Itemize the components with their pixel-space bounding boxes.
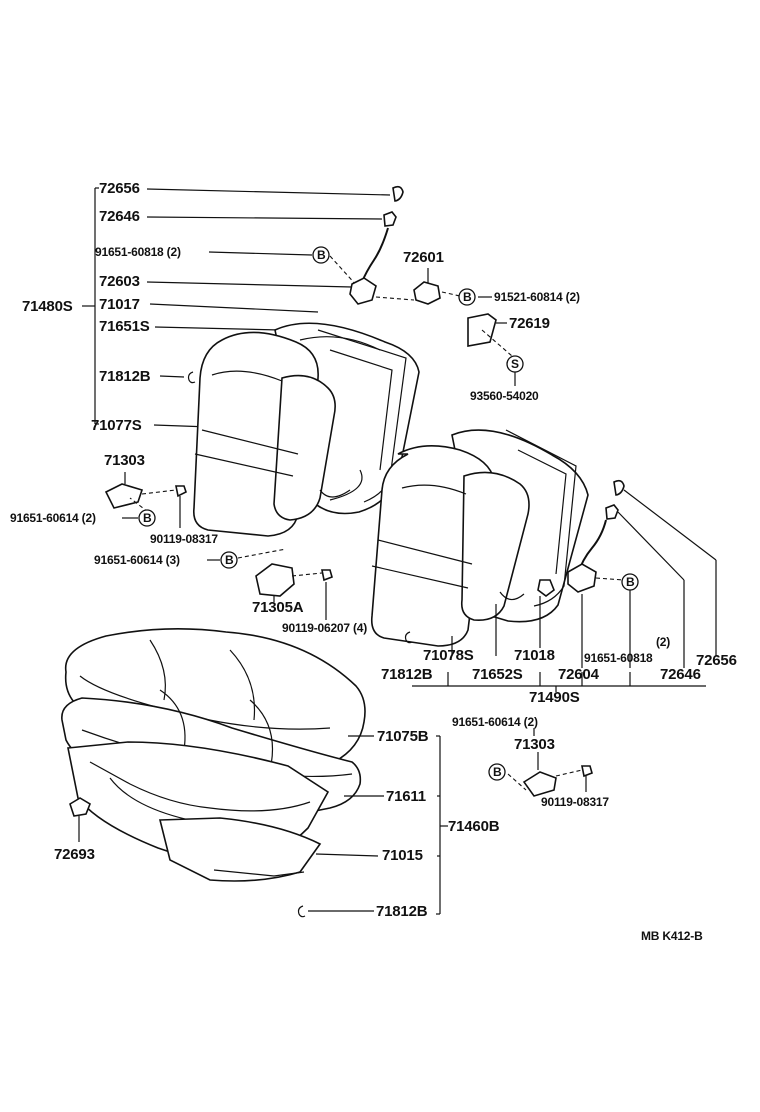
callout-s-1: S bbox=[511, 357, 519, 371]
label-71303-top: 71303 bbox=[104, 452, 145, 469]
label-71015: 71015 bbox=[382, 847, 423, 864]
label-90119-08317-bottom: 90119-08317 bbox=[541, 795, 609, 809]
label-71305a: 71305A bbox=[252, 599, 304, 616]
label-71812b-left: 71812B bbox=[99, 368, 151, 385]
bracket-71303-bottom bbox=[507, 728, 593, 797]
label-71075b: 71075B bbox=[377, 728, 429, 745]
label-91651-60818-right: 91651-60818 bbox=[584, 651, 653, 665]
label-71077s: 71077S bbox=[91, 417, 142, 434]
callout-b-3: B bbox=[143, 511, 152, 525]
label-72693: 72693 bbox=[54, 846, 95, 863]
diagram-code: MB K412-B bbox=[641, 929, 703, 943]
bracket-71490s bbox=[404, 604, 706, 692]
hinge-72601 bbox=[413, 268, 516, 386]
label-91651-60614-3: 91651-60614 (3) bbox=[94, 553, 180, 567]
seatback-left bbox=[192, 322, 420, 537]
callout-b-6: B bbox=[493, 765, 502, 779]
label-71651s: 71651S bbox=[99, 318, 150, 335]
label-91651-60818-top: 91651-60818 (2) bbox=[95, 245, 181, 259]
label-90119-08317-top: 90119-08317 bbox=[150, 532, 218, 546]
label-71017-top: 71017 bbox=[99, 296, 140, 313]
label-71078s: 71078S bbox=[423, 647, 474, 664]
label-71652s: 71652S bbox=[472, 666, 523, 683]
label-71480s: 71480S bbox=[22, 298, 73, 315]
label-91651-60614-2-bottom: 91651-60614 (2) bbox=[452, 715, 538, 729]
callout-b-1: B bbox=[317, 248, 326, 262]
label-72603: 72603 bbox=[99, 273, 140, 290]
lock-parts-right bbox=[537, 479, 717, 668]
bracket-71460b bbox=[297, 735, 448, 918]
label-72604: 72604 bbox=[558, 666, 599, 683]
label-72601: 72601 bbox=[403, 249, 444, 266]
label-72656-top: 72656 bbox=[99, 180, 140, 197]
callout-b-2: B bbox=[463, 290, 472, 304]
leaders-top-left bbox=[146, 188, 391, 428]
label-71490s: 71490S bbox=[529, 689, 580, 706]
label-72656-right: 72656 bbox=[696, 652, 737, 669]
seatback-right bbox=[370, 429, 589, 647]
label-72646-top: 72646 bbox=[99, 208, 140, 225]
label-71611: 71611 bbox=[386, 788, 426, 805]
label-71303-bottom: 71303 bbox=[514, 736, 555, 753]
callout-b-4: B bbox=[225, 553, 234, 567]
clip-72693 bbox=[69, 797, 91, 842]
callouts bbox=[138, 246, 639, 781]
bracket-71480s bbox=[82, 187, 99, 425]
label-91521-60814: 91521-60814 (2) bbox=[494, 290, 580, 304]
label-71812b-mid: 71812B bbox=[381, 666, 433, 683]
hinge-71305a bbox=[207, 548, 333, 620]
label-71812b-bottom: 71812B bbox=[376, 903, 428, 920]
label-72619: 72619 bbox=[509, 315, 550, 332]
label-71460b: 71460B bbox=[448, 818, 500, 835]
callout-b-5: B bbox=[626, 575, 635, 589]
label-93560-54020: 93560-54020 bbox=[470, 389, 539, 403]
label-qty-2-right: (2) bbox=[656, 635, 671, 649]
label-90119-06207: 90119-06207 (4) bbox=[282, 621, 368, 635]
lock-parts-top bbox=[349, 185, 415, 305]
label-91651-60614-2-top: 91651-60614 (2) bbox=[10, 511, 96, 525]
seat-cushion bbox=[61, 628, 366, 882]
clip-71812b-left bbox=[159, 371, 196, 384]
label-72646-right: 72646 bbox=[660, 666, 701, 683]
label-71018: 71018 bbox=[514, 647, 555, 664]
